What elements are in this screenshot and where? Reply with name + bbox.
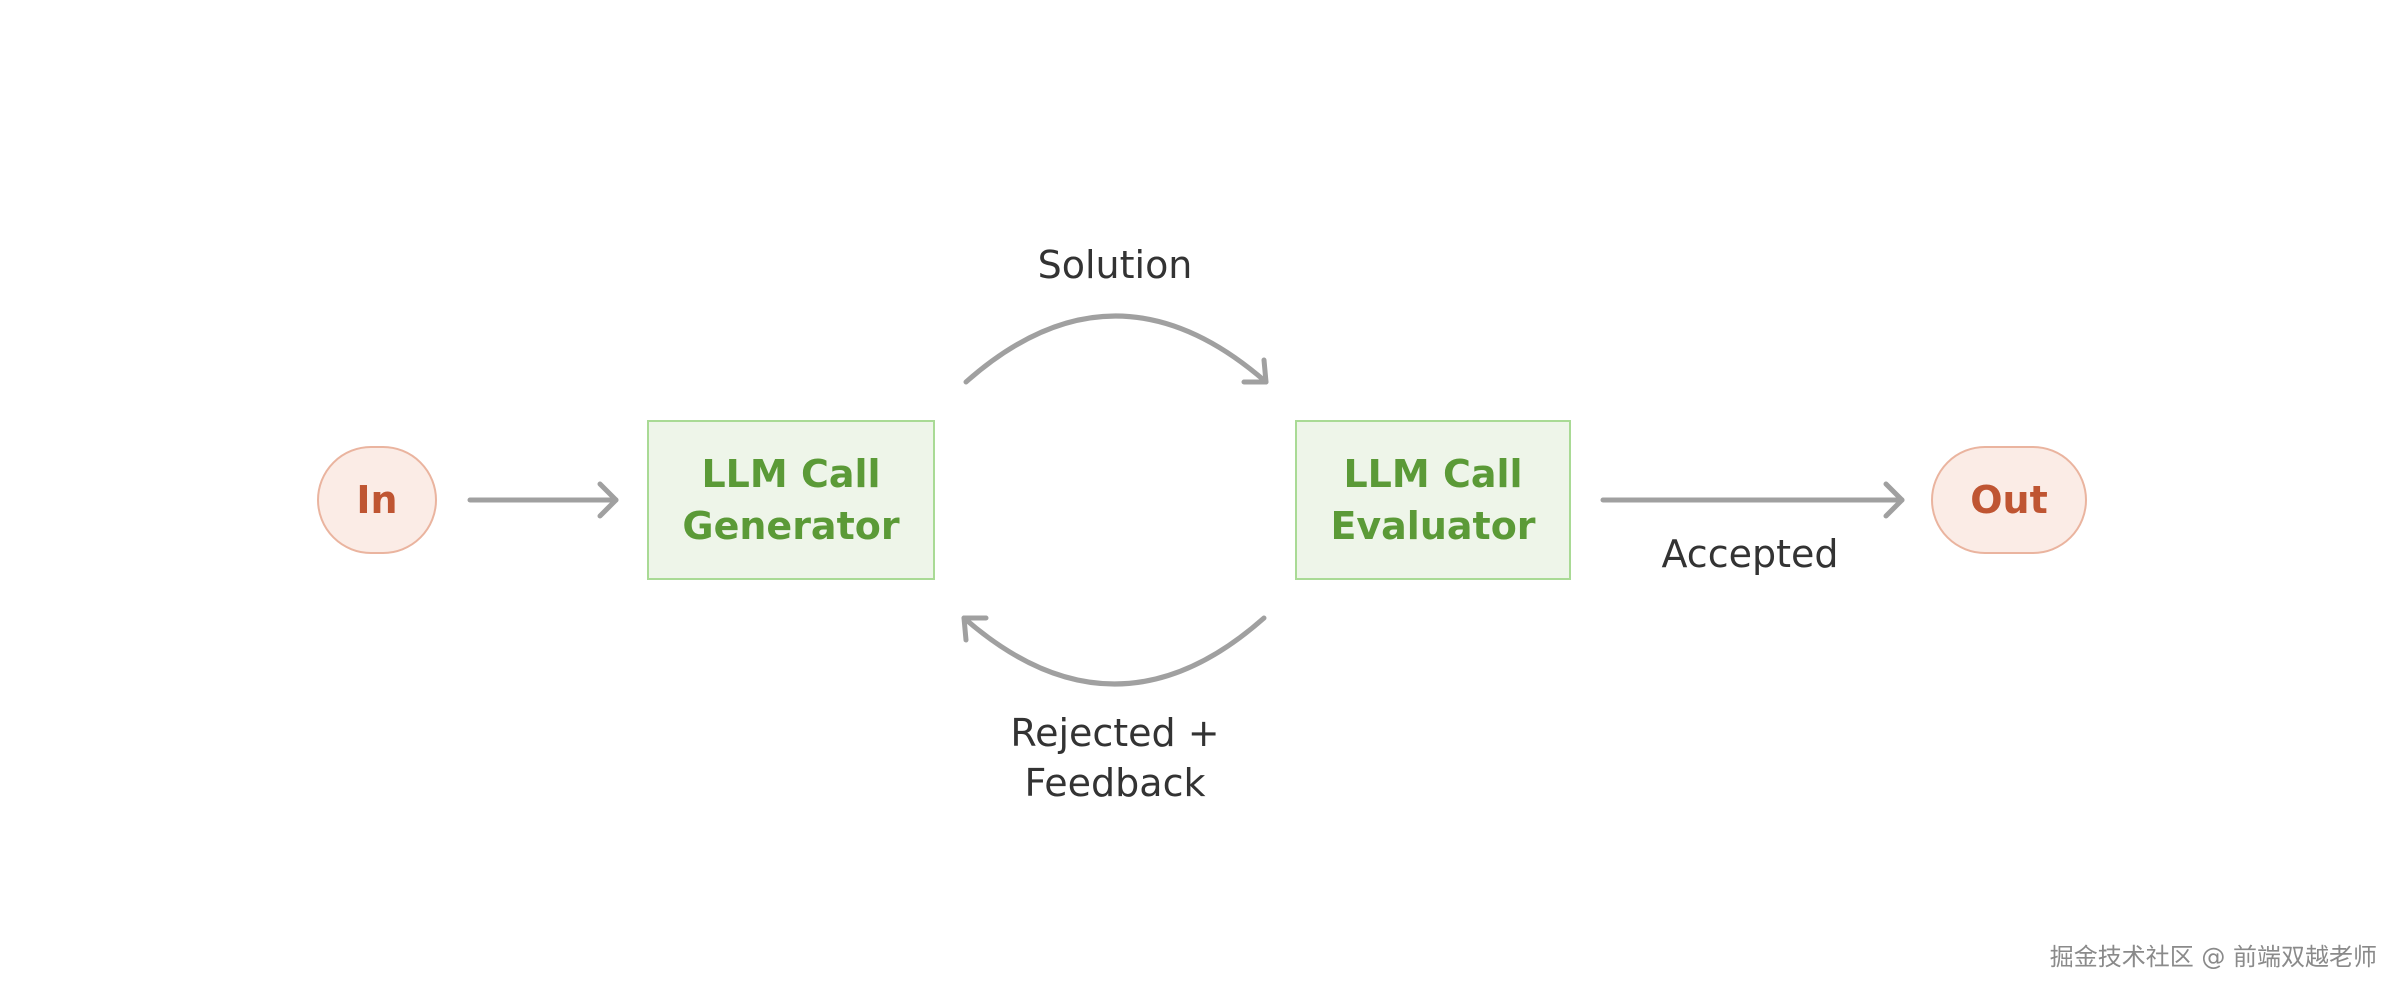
arrow-solution-arc	[963, 313, 1269, 385]
evaluator-node: LLM Call Evaluator	[1295, 420, 1571, 580]
accepted-edge-label: Accepted	[1661, 532, 1839, 576]
feedback-edge-label-line2: Feedback	[1024, 761, 1206, 805]
arrow-in-to-generator	[467, 481, 619, 519]
evaluator-node-line2: Evaluator	[1330, 504, 1536, 548]
generator-node: LLM Call Generator	[647, 420, 935, 580]
evaluator-node-line1: LLM Call	[1343, 452, 1523, 496]
input-node-label: In	[356, 478, 398, 522]
output-node: Out	[1931, 446, 2087, 554]
solution-edge-label: Solution	[1037, 243, 1193, 287]
generator-node-line2: Generator	[682, 504, 900, 548]
watermark: 掘金技术社区 @ 前端双越老师	[2049, 943, 2377, 971]
generator-node-line1: LLM Call	[701, 452, 881, 496]
arrow-evaluator-to-out	[1600, 481, 1905, 519]
feedback-edge-label: Rejected + Feedback	[965, 708, 1265, 808]
input-node: In	[317, 446, 437, 554]
output-node-label: Out	[1970, 478, 2048, 522]
arrow-feedback-arc	[961, 615, 1267, 687]
feedback-edge-label-line1: Rejected +	[1010, 711, 1220, 755]
